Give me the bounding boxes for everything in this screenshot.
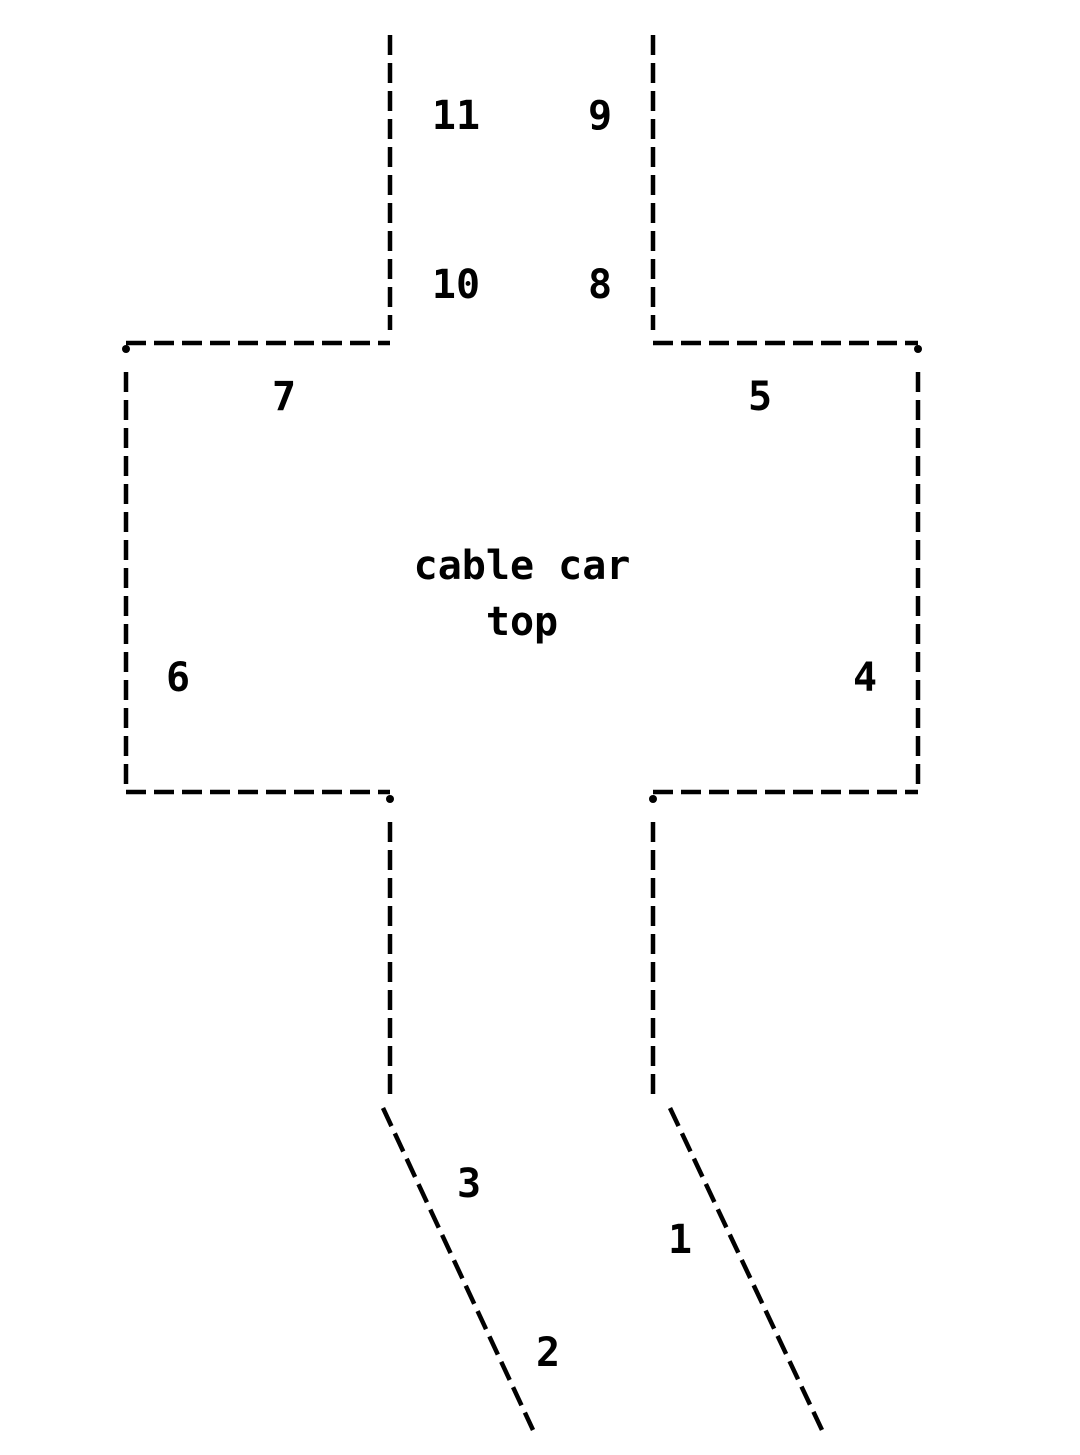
label-3: 3: [457, 1161, 481, 1207]
label-10: 10: [432, 262, 480, 308]
label-9: 9: [588, 93, 612, 139]
label-5: 5: [748, 374, 772, 420]
right-slanted-track: [667, 1107, 825, 1431]
room-bottom-left-corner: [386, 795, 394, 803]
label-8: 8: [588, 262, 612, 308]
left-slanted-track: [380, 1107, 536, 1431]
diagram-title-line-1: cable car: [414, 543, 631, 589]
label-4: 4: [853, 655, 877, 701]
room-top-right-corner: [914, 345, 922, 353]
room-bottom-right-corner: [649, 795, 657, 803]
label-2: 2: [536, 1330, 560, 1376]
room-top-left-corner: [122, 345, 130, 353]
label-11: 11: [432, 93, 480, 139]
label-1: 1: [668, 1217, 692, 1263]
diagram-title-line-2: top: [486, 599, 558, 645]
label-6: 6: [166, 655, 190, 701]
label-7: 7: [272, 374, 296, 420]
